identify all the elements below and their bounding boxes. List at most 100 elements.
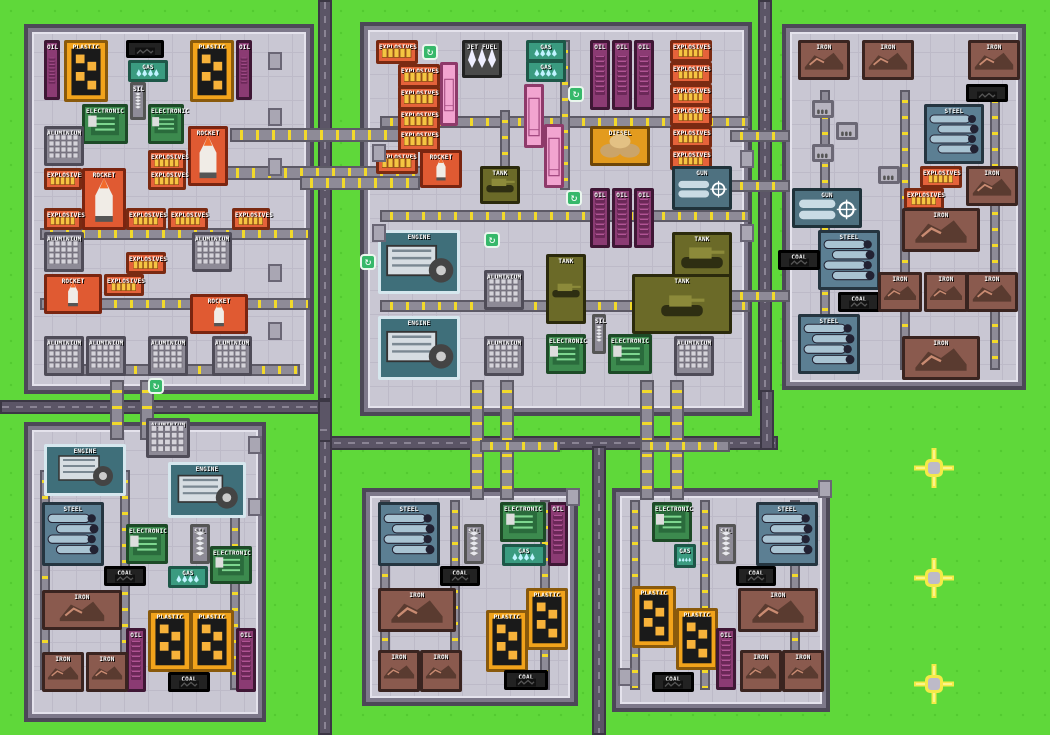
- bull-building[interactable]: [812, 100, 834, 118]
- bull-building[interactable]: [812, 144, 834, 162]
- conveyor-belt[interactable]: [640, 440, 730, 452]
- gun-building[interactable]: GUN: [672, 166, 732, 210]
- oil-building[interactable]: OIL: [612, 40, 632, 110]
- conveyor-belt[interactable]: [730, 290, 790, 302]
- conveyor-belt[interactable]: [990, 90, 1000, 370]
- explosives-building[interactable]: EXPLOSIVES: [920, 166, 962, 188]
- explosives-building[interactable]: EXPLOSIVES: [398, 86, 440, 110]
- conveyor-belt[interactable]: [730, 130, 790, 142]
- coal-building[interactable]: COAL: [168, 672, 210, 692]
- iron-building[interactable]: IRON: [966, 272, 1018, 312]
- aluminium-building[interactable]: ALUMINIUM: [44, 126, 84, 166]
- explosives-building[interactable]: EXPLOSIVES: [398, 64, 440, 88]
- engine-building[interactable]: ENGINE: [44, 444, 126, 496]
- expansion-node-icon[interactable]: [914, 664, 954, 704]
- oil-building[interactable]: OIL: [236, 628, 256, 692]
- iron-building[interactable]: IRON: [924, 272, 968, 312]
- iron-building[interactable]: IRON: [378, 650, 420, 692]
- aluminium-building[interactable]: ALUMINIUM: [192, 232, 232, 272]
- iron-building[interactable]: IRON: [86, 652, 128, 692]
- cycle-arrows-icon[interactable]: ↻: [484, 232, 500, 248]
- conveyor-belt[interactable]: [380, 210, 750, 222]
- explosives-building[interactable]: EXPLOSIVES: [44, 168, 85, 190]
- aluminium-building[interactable]: ALUMINIUM: [44, 336, 84, 376]
- oil-building[interactable]: OIL: [44, 40, 60, 100]
- iron-building[interactable]: IRON: [782, 650, 824, 692]
- rocket-building[interactable]: ROCKET: [190, 294, 248, 334]
- iron-building[interactable]: IRON: [862, 40, 914, 80]
- plastic-building[interactable]: PLASTIC: [676, 608, 718, 670]
- expansion-node-icon[interactable]: [914, 448, 954, 488]
- gas-building[interactable]: GAS: [168, 566, 208, 588]
- cycle-arrows-icon[interactable]: ↻: [422, 44, 438, 60]
- aluminium-building[interactable]: ALUMINIUM: [484, 270, 524, 310]
- oil-building[interactable]: OIL: [548, 502, 568, 566]
- conveyor-belt[interactable]: [300, 176, 420, 190]
- jet-fuel-building[interactable]: JET FUEL: [462, 40, 502, 78]
- iron-building[interactable]: IRON: [740, 650, 782, 692]
- explosives-building[interactable]: EXPLOSIVES: [670, 62, 712, 84]
- explosives-building[interactable]: EXPLOSIVES: [232, 208, 273, 230]
- explosives-building[interactable]: EXPLOSIVES: [904, 188, 945, 210]
- plastic-building[interactable]: PLASTIC: [64, 40, 108, 102]
- electronic-building[interactable]: ELECTRONIC: [652, 502, 693, 542]
- explosives-building[interactable]: EXPLOSIVES: [126, 208, 167, 230]
- coal-building[interactable]: COAL: [440, 566, 480, 586]
- iron-building[interactable]: IRON: [378, 588, 456, 632]
- iron-building[interactable]: IRON: [798, 40, 850, 80]
- oil-building[interactable]: OIL: [126, 628, 146, 692]
- plastic-building[interactable]: PLASTIC: [486, 610, 528, 672]
- oil-building[interactable]: OIL: [590, 188, 610, 248]
- explosives-building[interactable]: EXPLOSIVES: [148, 168, 189, 190]
- oil-building[interactable]: OIL: [634, 188, 654, 248]
- aluminium-building[interactable]: ALUMINIUM: [674, 336, 714, 376]
- aluminium-building[interactable]: ALUMINIUM: [148, 336, 188, 376]
- sil-building[interactable]: SIL: [190, 524, 210, 564]
- electronic-building[interactable]: ELECTRONIC: [210, 546, 252, 584]
- storage-building[interactable]: [544, 124, 564, 188]
- explosives-building[interactable]: EXPLOSIVES: [376, 40, 418, 64]
- explosives-building[interactable]: EXPLOSIVES: [670, 84, 712, 106]
- cycle-arrows-icon[interactable]: ↻: [360, 254, 376, 270]
- coal-building[interactable]: COAL: [838, 292, 880, 312]
- tank-building[interactable]: TANK: [480, 166, 520, 204]
- plastic-building[interactable]: PLASTIC: [190, 610, 234, 672]
- rocket-building[interactable]: ROCKET: [420, 150, 462, 188]
- iron-building[interactable]: IRON: [420, 650, 462, 692]
- coal-building[interactable]: COAL: [104, 566, 146, 586]
- cycle-arrows-icon[interactable]: ↻: [566, 190, 582, 206]
- sil-building[interactable]: SIL: [592, 314, 606, 354]
- steel-building[interactable]: STEEL: [756, 502, 818, 566]
- iron-building[interactable]: IRON: [42, 652, 84, 692]
- gas-building[interactable]: GAS: [526, 40, 566, 62]
- conveyor-belt[interactable]: [700, 500, 710, 690]
- steel-building[interactable]: STEEL: [818, 230, 880, 290]
- coal-building[interactable]: COAL: [736, 566, 776, 586]
- rocket-building[interactable]: ROCKET: [188, 126, 228, 186]
- conveyor-belt[interactable]: [230, 128, 430, 142]
- gun-building[interactable]: GUN: [792, 188, 862, 228]
- rocket-building[interactable]: ROCKET: [44, 274, 102, 314]
- coal-building[interactable]: COAL: [652, 672, 694, 692]
- oil-building[interactable]: OIL: [612, 188, 632, 248]
- electronic-building[interactable]: ELECTRONIC: [608, 334, 652, 374]
- iron-building[interactable]: IRON: [902, 208, 980, 252]
- explosives-building[interactable]: EXPLOSIVES: [148, 150, 189, 172]
- plastic-building[interactable]: PLASTIC: [190, 40, 234, 102]
- tank-building[interactable]: TANK: [546, 254, 586, 324]
- aluminium-building[interactable]: ALUMINIUM: [44, 232, 84, 272]
- electronic-building[interactable]: ELECTRONIC: [126, 524, 168, 564]
- storage-building[interactable]: [524, 84, 544, 148]
- coal-building[interactable]: COAL: [778, 250, 820, 270]
- gas-building[interactable]: GAS: [674, 544, 696, 568]
- steel-building[interactable]: STEEL: [798, 314, 860, 374]
- sil-building[interactable]: SIL: [130, 82, 146, 120]
- iron-building[interactable]: IRON: [902, 336, 980, 380]
- oil-building[interactable]: OIL: [634, 40, 654, 110]
- plastic-building[interactable]: PLASTIC: [148, 610, 192, 672]
- iron-building[interactable]: IRON: [878, 272, 922, 312]
- engine-building[interactable]: ENGINE: [378, 230, 460, 294]
- conveyor-belt[interactable]: [730, 180, 790, 192]
- conveyor-belt[interactable]: [110, 380, 124, 440]
- sil-building[interactable]: SIL: [716, 524, 736, 564]
